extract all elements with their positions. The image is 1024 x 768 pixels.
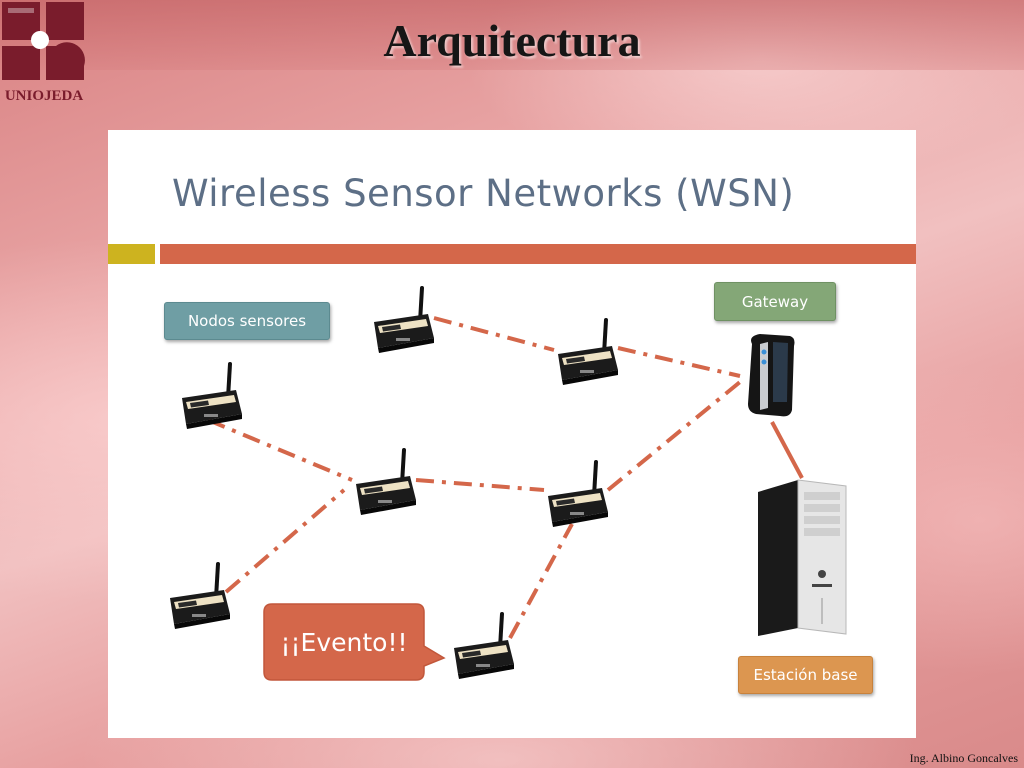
link-n2-n3 xyxy=(433,316,555,352)
accent-bar-red xyxy=(160,244,916,264)
sensor-node-1 xyxy=(180,362,244,431)
diagram-title: Wireless Sensor Networks (WSN) xyxy=(172,172,795,215)
sensor-node-7 xyxy=(452,612,516,681)
logo-text: UNIOJEDA xyxy=(5,88,84,104)
author-footer: Ing. Albino Goncalves xyxy=(909,751,1018,765)
diagram-panel: Wireless Sensor Networks (WSN) xyxy=(108,130,916,738)
link-gateway-base xyxy=(770,421,804,479)
sensor-node-2 xyxy=(372,286,436,355)
link-n4-n5 xyxy=(415,478,545,492)
base-station-computer xyxy=(758,479,847,636)
uniojeda-logo: UNIOJEDA xyxy=(2,2,85,104)
sensor-node-5 xyxy=(546,460,610,529)
accent-bar-gold xyxy=(108,244,155,264)
link-n7-n5 xyxy=(508,523,574,639)
sensor-node-6 xyxy=(168,562,232,631)
sensor-node-3 xyxy=(556,318,620,387)
slide-title: Arquitectura xyxy=(383,15,641,66)
network-diagram xyxy=(168,286,847,681)
event-callout xyxy=(263,603,446,681)
link-n5-gateway xyxy=(606,380,742,492)
link-n3-gateway xyxy=(617,346,741,378)
title-band xyxy=(0,0,1024,70)
link-n6-n4 xyxy=(224,488,346,594)
link-n1-n4 xyxy=(207,418,353,482)
sensor-node-4 xyxy=(354,448,418,517)
base-station-label: Estación base xyxy=(738,656,873,694)
gateway-device xyxy=(748,334,795,417)
event-label: ¡¡Evento!! xyxy=(280,627,408,657)
nodes-label: Nodos sensores xyxy=(164,302,330,340)
gateway-label: Gateway xyxy=(714,282,836,321)
